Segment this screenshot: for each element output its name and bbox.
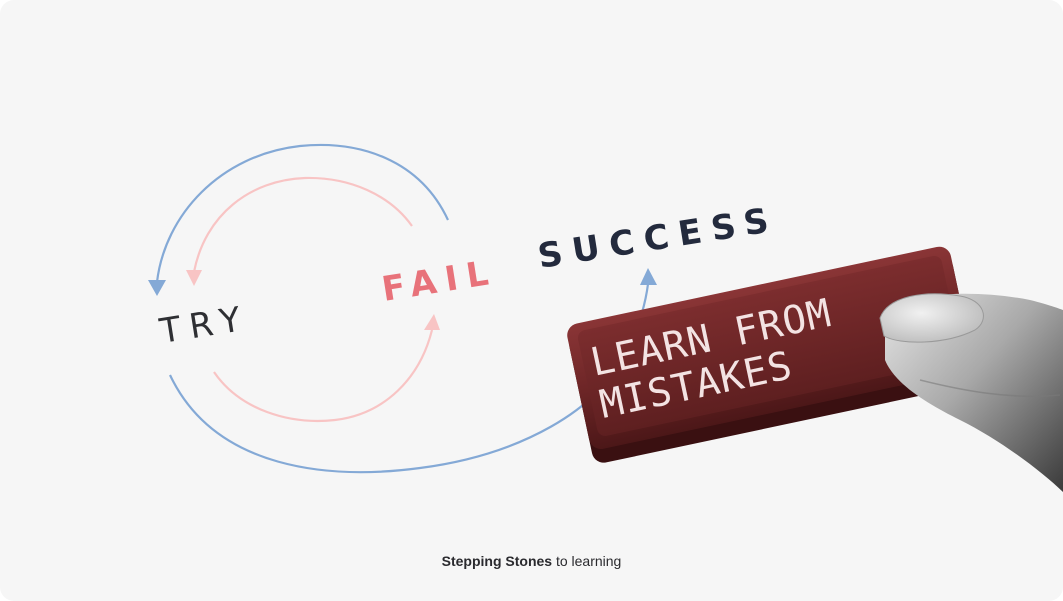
keycap-illustration: LEARN FROM MISTAKES <box>567 246 976 463</box>
inner-arc-bottom <box>213 329 434 422</box>
finger-illustration <box>879 293 1063 492</box>
arrow-head-try <box>148 280 166 296</box>
outer-arc-top <box>155 143 449 283</box>
arrow-head-success <box>640 268 657 285</box>
caption-rest: to learning <box>555 553 622 569</box>
caption: Stepping Stones to learning <box>0 553 1063 569</box>
success-label: SUCCESS <box>535 199 781 276</box>
arrow-head-fail-inner <box>424 314 440 330</box>
inner-arc-top <box>192 176 413 273</box>
arrow-head-try-inner <box>186 270 202 286</box>
caption-brand: Stepping Stones <box>441 553 553 569</box>
fail-label: FAIL <box>379 252 500 310</box>
try-label: TRY <box>156 298 252 352</box>
